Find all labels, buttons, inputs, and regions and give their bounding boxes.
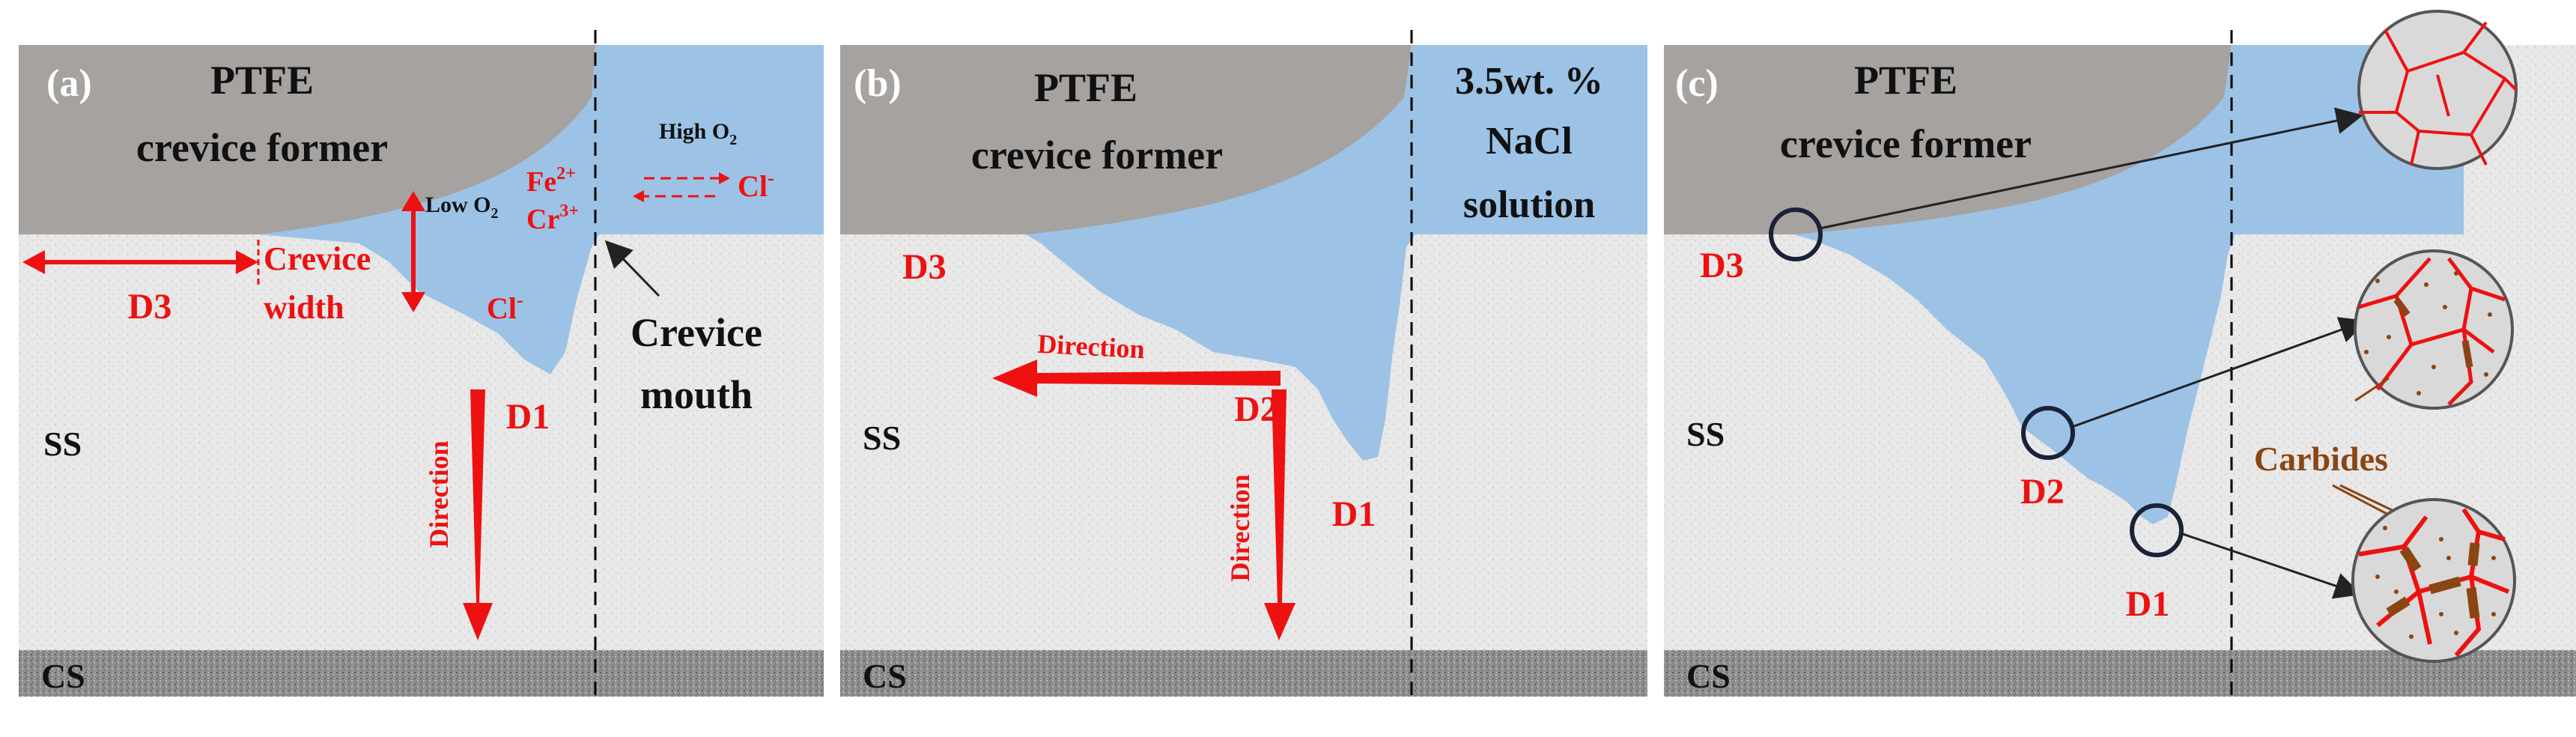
panel-a-depth-arrowhead-top [401, 191, 425, 211]
panel-b-ss-label: SS [863, 419, 901, 457]
panel-a-crevice-former-label: crevice former [136, 125, 388, 170]
panel-a-low-o2: Low O2 [425, 192, 499, 222]
panel-a-mouth-pointer [604, 240, 660, 297]
panel-a-cl-right: Cl- [738, 167, 774, 203]
panel-b-ptfe-former [840, 45, 1412, 234]
panel-c-d3-label: D3 [1700, 246, 1744, 285]
panel-a-direction-label: Direction [424, 440, 454, 548]
panel-a-high-o2: High O2 [659, 119, 737, 148]
panel-a-cs-label: CS [41, 657, 85, 695]
panel-a-cl-inner: Cl- [487, 289, 523, 325]
panel-c-ptfe-former [1664, 45, 2232, 234]
panel-a-d1-label: D1 [506, 397, 550, 437]
panel-a-direction-arrow [463, 389, 493, 640]
panel-b-d2-label: D2 [1234, 389, 1278, 429]
panel-c-d1-label: D1 [2126, 584, 2170, 624]
panel-b-cs-label: CS [863, 657, 907, 695]
panel-a-crevice-mouth-2: mouth [640, 372, 753, 417]
panel-c-zoom-d2 [2354, 249, 2514, 410]
panel-a-ptfe-label: PTFE [210, 58, 314, 103]
panel-c-ss-label: SS [1686, 415, 1725, 453]
panel-a-fe-ion: Fe2+ [526, 164, 576, 198]
panel-a-crevice-width-2: width [264, 289, 344, 326]
panel-b-solution-line2: NaCl [1486, 120, 1573, 163]
panel-a-ss-label: SS [43, 425, 82, 463]
panel-b-direction-v-arrow [1264, 389, 1295, 640]
panel-c-carbides-label: Carbides [2254, 440, 2388, 478]
panel-a-crevice-solution [258, 45, 599, 374]
panel-c-cs-label: CS [1686, 657, 1731, 695]
panel-a-crevice-mouth-1: Crevice [631, 310, 762, 355]
panel-b-crevice-former-label: crevice former [971, 133, 1223, 178]
panel-a: (a) PTFE crevice former High O2 Fe2+ Cr3… [19, 30, 824, 700]
panel-b: (b) PTFE crevice former 3.5wt. % NaCl so… [840, 30, 1647, 700]
panel-c-marker-d2 [2021, 406, 2075, 460]
panel-c-marker-d1 [2130, 503, 2184, 557]
panel-c-tag: (c) [1675, 62, 1719, 105]
panel-a-depth-arrowhead-bottom [401, 292, 425, 312]
panel-b-direction-v-label: Direction [1225, 474, 1255, 581]
panel-c-d2-label: D2 [2020, 472, 2065, 512]
panel-b-cs-layer [840, 650, 1647, 697]
panel-c-connector-d2 [2071, 317, 2367, 428]
panel-b-tag: (b) [854, 62, 902, 105]
panel-c-ptfe-label: PTFE [1854, 58, 1957, 103]
panel-b-solution-line3: solution [1463, 184, 1595, 226]
panel-b-ptfe-label: PTFE [1034, 65, 1137, 110]
panel-c-zoom-d3 [2357, 10, 2518, 170]
panel-b-solution-line1: 3.5wt. % [1455, 60, 1603, 103]
panel-b-direction-h-arrow [992, 360, 1281, 397]
panel-c-marker-d3 [1769, 207, 1823, 261]
panel-a-crevice-width-1: Crevice [264, 240, 371, 277]
panel-c: (c) PTFE crevice former D3 D2 D1 SS CS [1664, 10, 2576, 700]
panel-a-ptfe-former [19, 45, 595, 234]
panel-c-connector-d1 [2180, 532, 2362, 599]
panel-a-bulk-solution [595, 45, 824, 234]
panel-a-cs-layer [19, 650, 824, 697]
panel-a-outflow-arrowhead [719, 172, 730, 184]
panel-a-d3-arrowhead-left [22, 250, 45, 274]
panel-b-d1-label: D1 [1332, 494, 1376, 534]
panel-a-d3-arrowhead-right [236, 250, 258, 274]
panel-c-crevice-former-label: crevice former [1780, 121, 2032, 166]
panel-c-connector-d3 [1819, 107, 2363, 230]
panel-b-bulk-solution [1412, 45, 1647, 234]
panel-a-inflow-arrowhead [633, 190, 644, 202]
panel-a-d3-label: D3 [128, 287, 172, 327]
panel-a-tag: (a) [46, 62, 92, 105]
panel-c-zoom-d1 [2351, 498, 2516, 663]
panel-b-direction-h-label: Direction [1036, 329, 1145, 364]
panel-b-d3-label: D3 [902, 247, 947, 287]
panel-a-cr-ion: Cr3+ [526, 201, 579, 235]
